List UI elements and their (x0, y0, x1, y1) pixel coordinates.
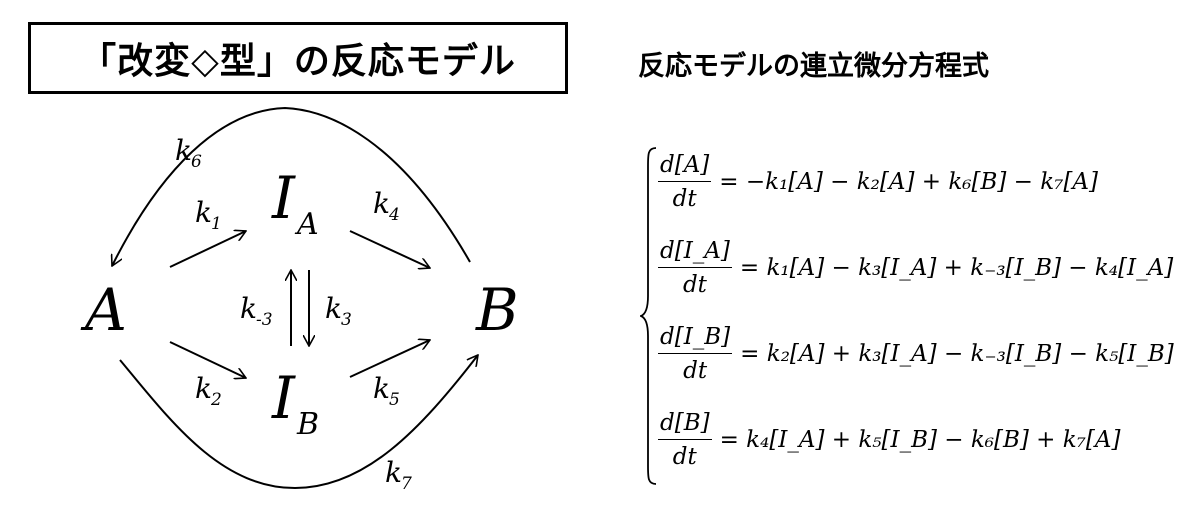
rate-k1: k (195, 196, 212, 229)
fraction-bar (658, 180, 712, 183)
equation-row: d[I_B] dt = k₂[A] + k₃[I_A] − k₋₃[I_B] −… (658, 314, 1174, 394)
rate-k4: k (373, 187, 390, 220)
rate-k7: k (385, 456, 402, 489)
equation-rhs: = −k₁[A] − k₂[A] + k₆[B] − k₇[A] (719, 169, 1098, 195)
rate-k5: k (373, 372, 390, 405)
reaction-diagram: A B I A I B k 6 k 1 k 4 k -3 k 3 k 2 k 5… (80, 106, 519, 494)
equations-heading: 反応モデルの連立微分方程式 (638, 51, 989, 82)
fraction: d[I_B] dt (658, 323, 733, 385)
fraction: d[B] dt (658, 409, 712, 471)
rate-k2: k (195, 372, 212, 405)
equation-system: d[A] dt = −k₁[A] − k₂[A] + k₆[B] − k₇[A]… (640, 140, 1180, 490)
numerator: d[I_A] (660, 237, 730, 264)
species-ia: I (271, 164, 296, 232)
rate-km3-sub: -3 (256, 310, 273, 330)
denominator: dt (672, 186, 697, 213)
rate-k3: k (325, 292, 342, 325)
numerator: d[B] (660, 409, 710, 436)
species-ia-sub: A (294, 207, 319, 242)
title-box: 「改変◇型」の反応モデル (28, 22, 568, 94)
page-title: 「改変◇型」の反応モデル (80, 41, 516, 82)
denominator: dt (672, 444, 697, 471)
rate-k4-sub: 4 (388, 205, 400, 225)
numerator: d[I_B] (660, 323, 731, 350)
equation-row: d[A] dt = −k₁[A] − k₂[A] + k₆[B] − k₇[A] (658, 142, 1098, 222)
fraction-bar (658, 352, 733, 355)
fraction: d[I_A] dt (658, 237, 732, 299)
numerator: d[A] (660, 151, 710, 178)
arrow-a-to-ib (169, 341, 246, 378)
equation-row: d[I_A] dt = k₁[A] − k₃[I_A] + k₋₃[I_B] −… (658, 228, 1173, 308)
equation-row: d[B] dt = k₄[I_A] + k₅[I_B] − k₆[B] + k₇… (658, 400, 1120, 480)
rate-k6-sub: 6 (191, 152, 202, 172)
rate-k6: k (175, 134, 192, 167)
equation-rhs: = k₁[A] − k₃[I_A] + k₋₃[I_B] − k₄[I_A] (739, 255, 1174, 281)
fraction-bar (658, 266, 732, 269)
species-b: B (475, 276, 519, 344)
rate-km3: k (240, 292, 257, 325)
denominator: dt (683, 358, 708, 385)
species-a: A (80, 276, 127, 344)
arc-a-to-b (119, 355, 478, 490)
rate-k3-sub: 3 (341, 310, 352, 330)
rate-k2-sub: 2 (210, 390, 222, 410)
equation-rhs: = k₄[I_A] + k₅[I_B] − k₆[B] + k₇[A] (719, 427, 1121, 453)
rate-k5-sub: 5 (389, 390, 400, 410)
arrow-a-to-ia (169, 231, 246, 268)
arrow-ia-to-b (349, 230, 430, 268)
rate-k7-sub: 7 (401, 474, 412, 494)
system-brace (640, 147, 657, 485)
fraction-bar (658, 438, 712, 441)
species-ib-sub: B (296, 407, 319, 442)
arrow-ib-to-b (349, 340, 430, 378)
rate-k1-sub: 1 (211, 214, 222, 234)
arc-b-to-a (112, 106, 471, 266)
species-ib: I (271, 364, 296, 432)
denominator: dt (682, 272, 707, 299)
fraction: d[A] dt (658, 151, 712, 213)
equation-rhs: = k₂[A] + k₃[I_A] − k₋₃[I_B] − k₅[I_B] (740, 341, 1174, 367)
